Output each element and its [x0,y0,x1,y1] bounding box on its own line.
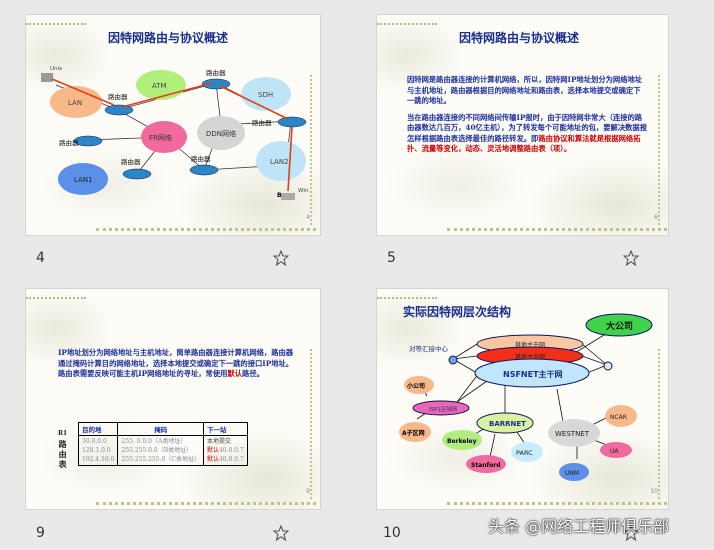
svg-text:路由器: 路由器 [59,138,79,147]
paragraph: IP地址划分为网络地址与主机地址，简单路由器连接计算机网络，路由器通过掩码计算目… [58,348,294,378]
slide-title: 因特网路由与协议概述 [459,31,580,45]
svg-text:ATM: ATM [152,82,167,90]
svg-text:DDN网络: DDN网络 [206,129,236,138]
svg-text:ISP1区域网: ISP1区域网 [429,405,458,413]
cloud-lan1: LAN1 [58,163,108,195]
svg-text:NCAR: NCAR [610,414,627,421]
star-outline-icon[interactable] [623,250,639,266]
route-arrows [51,78,293,192]
berkeley-node: Berkeley [442,430,482,450]
cloud-ddn: DDN网络 [197,116,245,150]
svg-text:SDH: SDH [258,91,273,99]
slide-thumbnail-9[interactable]: IP地址划分为网络地址与主机地址，简单路由器连接计算机网络，路由器通过掩码计算目… [25,288,321,510]
svg-text:B: B [277,192,282,199]
svg-text:路由器: 路由器 [206,68,226,77]
svg-text:FR网络: FR网络 [149,133,172,142]
svg-text:Stanford: Stanford [471,462,501,469]
cloud-fr: FR网络 [141,121,187,153]
svg-text:其他主干网: 其他主干网 [515,341,545,349]
svg-text:路由器: 路由器 [121,157,141,166]
win-computer-icon [281,193,295,200]
unix-computer-icon [41,73,53,82]
star-outline-icon[interactable] [273,525,289,541]
hierarchy-diagram: 大公司 其他主干网 其他主干网 NSFNET主干网 对等汇接中心 小公司 ISP… [399,313,653,481]
svg-text:Berkeley: Berkeley [447,438,477,445]
slide-title: 因特网路由与协议概述 [108,31,229,45]
svg-text:PARC: PARC [516,449,533,457]
isp-node: ISP1区域网 [412,400,470,416]
svg-text:小公司: 小公司 [406,382,425,390]
peer-node-left [448,355,458,365]
paragraph: 因特网是路由器连接的计算机网络，所以，因特网IP地址划分为网络地址与主机地址，路… [407,75,643,105]
svg-text:WESTNET: WESTNET [555,430,590,438]
cloud-lan2: LAN2 [256,141,306,181]
slide-thumbnail-4[interactable]: 因特网路由与协议概述 LAN ATM SDH FR网络 DDN网络 LAN1 L… [25,14,321,236]
slide-number: 9 [36,525,45,541]
unm-node: UNM [559,463,589,481]
svg-text:UNM: UNM [565,470,579,477]
a-subnet-node: A子区网 [399,422,431,442]
slide-title: 实际因特网层次结构 [403,305,512,319]
network-diagram: LAN ATM SDH FR网络 DDN网络 LAN1 LAN2 路由器路由器 … [41,66,309,200]
router-icons [73,78,307,180]
ncar-node: NCAR [605,405,637,427]
parc-node: PARC [511,442,543,462]
svg-text:大公司: 大公司 [606,320,633,332]
svg-text:NSFNET主干网: NSFNET主干网 [503,369,563,379]
svg-text:路由器: 路由器 [191,154,211,163]
svg-text:路由器: 路由器 [252,118,272,127]
peer-node-right [603,361,613,371]
cloud-sdh: SDH [241,77,291,111]
watermark: 头条 @网络工程师俱乐部 [488,517,670,536]
svg-text:UA: UA [610,448,619,455]
svg-text:A子区网: A子区网 [402,429,425,437]
svg-text:LAN1: LAN1 [74,176,93,184]
cloud-lan: LAN [50,86,102,118]
stanford-node: Stanford [466,455,506,473]
cloud-atm: ATM [136,70,186,100]
slide-number: 5 [387,250,396,266]
slide-number: 4 [36,250,45,266]
small-company-node: 小公司 [404,376,434,394]
slide-thumbnail-10[interactable]: 实际因特网层次结构 大公司 其他主干网 其他主干网 NSFNET主干网 对等汇接… [376,288,669,510]
big-company-node: 大公司 [585,313,653,337]
svg-text:路由器: 路由器 [108,92,128,101]
svg-text:LAN2: LAN2 [270,158,289,166]
svg-text:其他主干网: 其他主干网 [515,353,545,361]
star-outline-icon[interactable] [273,250,289,266]
svg-text:Unix: Unix [50,66,63,72]
svg-text:BARRNET: BARRNET [489,420,526,428]
barrnet-node: BARRNET [476,412,534,434]
westnet-node: WESTNET [548,419,600,447]
ua-node: UA [600,442,632,458]
star-outline-icon[interactable] [623,525,639,541]
slide-thumbnail-5[interactable]: 因特网路由与协议概述 因特网是路由器连接的计算机网络，所以，因特网IP地址划分为… [376,14,669,236]
nsfnet-backbone: NSFNET主干网 [474,358,590,388]
svg-text:对等汇接中心: 对等汇接中心 [409,344,449,353]
svg-text:Win: Win [298,188,309,194]
svg-text:LAN: LAN [68,99,82,107]
paragraph: 当在路由器连接的不同网络间传输IP报时，由于因特网非常大（连接的路由器数达几百万… [407,112,648,154]
slide-number: 10 [383,525,401,541]
